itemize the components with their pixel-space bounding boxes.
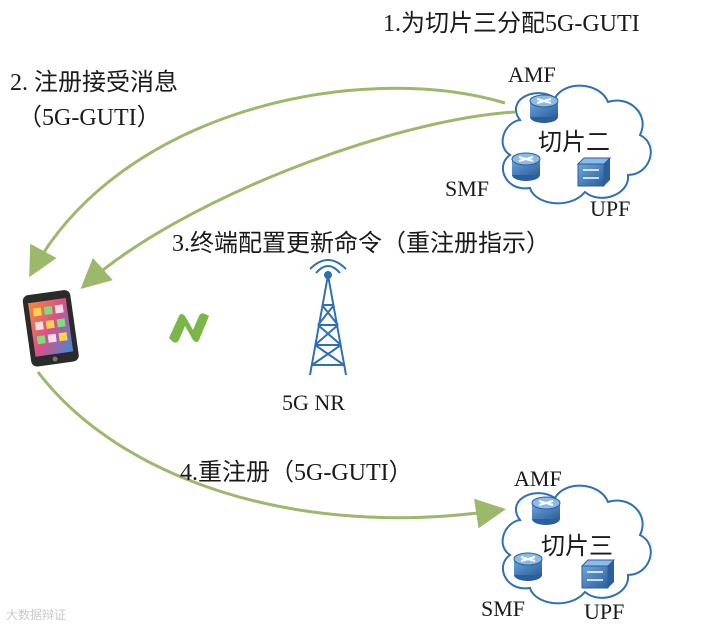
step2-label-line2: （5G-GUTI） [18, 105, 161, 131]
step3-label: 3.终端配置更新命令（重注册指示） [172, 231, 550, 257]
upf-switch-icon [576, 157, 612, 187]
arrow-registration-accept [29, 86, 506, 278]
upf-switch-icon-bottom [580, 559, 616, 589]
slice-three-label: 切片三 [541, 534, 613, 560]
watermark: 大数据辩证 [6, 608, 67, 622]
step1-label: 1.为切片三分配5G-GUTI [383, 11, 640, 37]
arrow-reregistration [36, 371, 506, 529]
amf-label-bottom: AMF [514, 466, 562, 491]
smf-router-icon [511, 152, 541, 181]
smf-label-bottom: SMF [481, 596, 526, 621]
amf-router-icon-bottom [531, 496, 561, 525]
smartphone-icon [22, 290, 79, 367]
upf-label-bottom: UPF [584, 599, 625, 624]
smf-router-icon-bottom [513, 552, 543, 581]
step2-label-line1: 2. 注册接受消息 [10, 70, 178, 96]
amf-router-icon [529, 94, 559, 123]
smf-label-top: SMF [445, 176, 490, 201]
base-station-tower-icon [309, 259, 347, 376]
nr-logo-icon [169, 313, 209, 343]
upf-label-top: UPF [590, 196, 631, 221]
arrow-config-update [80, 110, 516, 289]
step4-label: 4.重注册（5G-GUTI） [180, 460, 413, 486]
slice-two-label: 切片二 [538, 130, 610, 156]
amf-label-top: AMF [508, 62, 556, 87]
base-station-label: 5G NR [282, 390, 345, 415]
